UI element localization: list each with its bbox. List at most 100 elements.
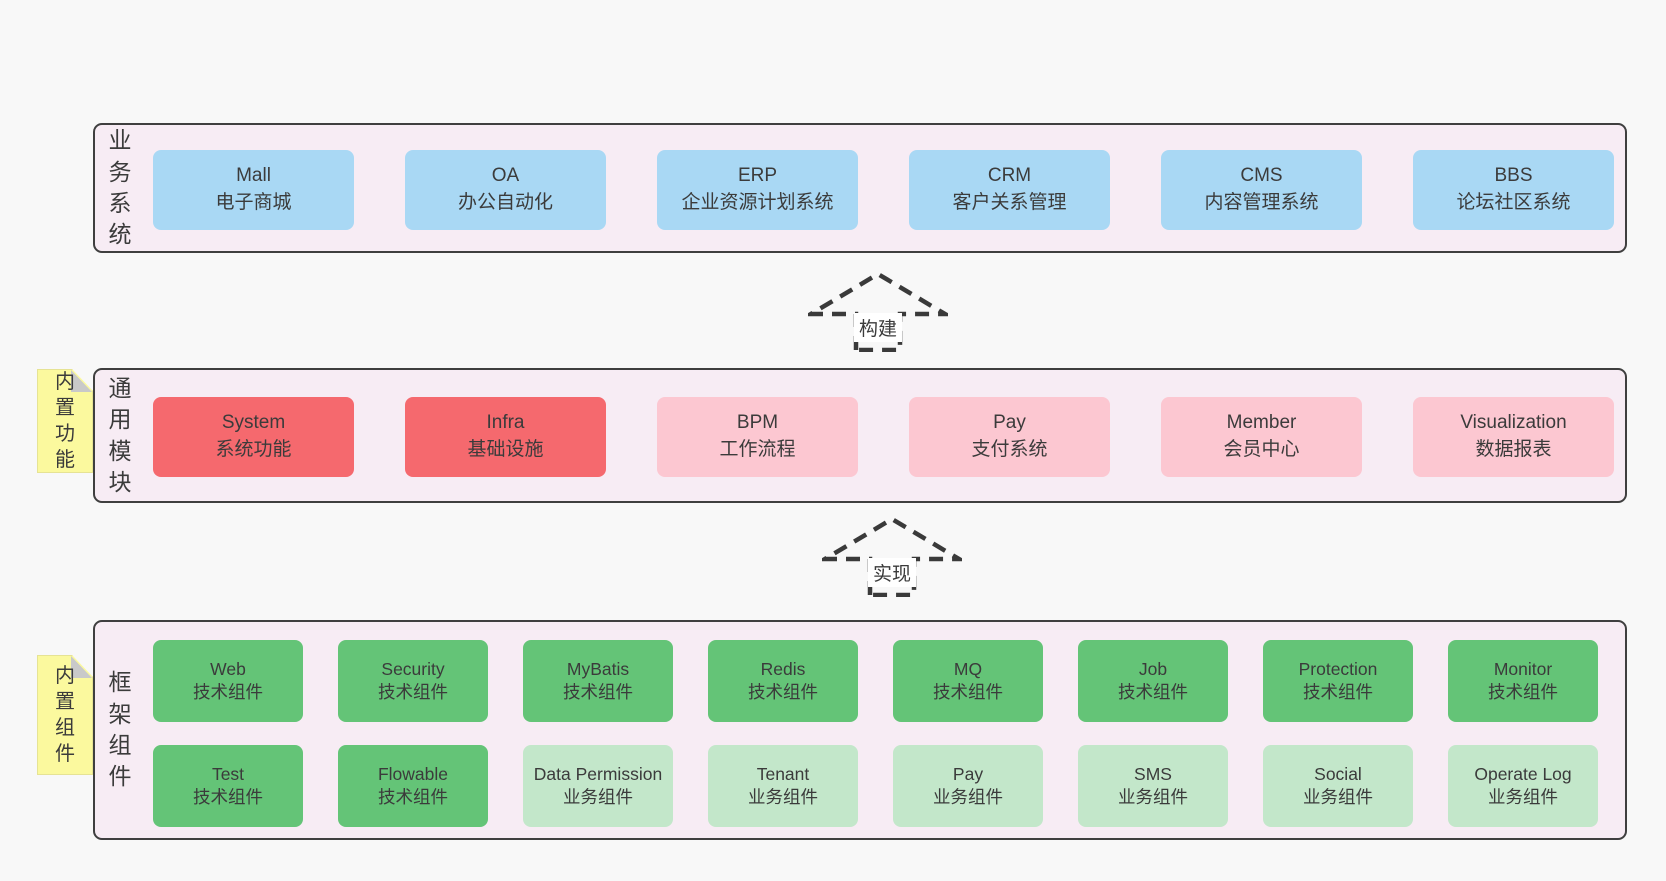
- box-title: System: [221, 412, 286, 434]
- box-subtitle: 工作流程: [719, 439, 796, 460]
- band-side-label: 框架组件: [103, 622, 137, 838]
- box-subtitle: 业务组件: [1488, 787, 1558, 807]
- box-subtitle: 基础设施: [467, 439, 544, 460]
- module-box-bpm: BPM 工作流程: [657, 397, 858, 477]
- band-side-label-text: 框架组件: [108, 669, 132, 790]
- band-side-label: 业务系统: [103, 125, 137, 251]
- box-title: Protection: [1298, 659, 1378, 680]
- box-title: OA: [491, 165, 520, 187]
- box-title: Monitor: [1493, 659, 1553, 680]
- module-box-pay: Pay 支付系统: [909, 397, 1110, 477]
- box-subtitle: 技术组件: [1118, 682, 1188, 702]
- box-title: BPM: [736, 412, 779, 434]
- module-box-bbs: BBS 论坛社区系统: [1413, 150, 1614, 230]
- build-arrow-label: 构建: [853, 313, 903, 342]
- box-subtitle: 技术组件: [378, 787, 448, 807]
- box-subtitle: 技术组件: [378, 682, 448, 702]
- module-box-crm: CRM 客户关系管理: [909, 150, 1110, 230]
- implement-arrow-label: 实现: [867, 558, 917, 587]
- box-title: Operate Log: [1474, 764, 1572, 785]
- box-row: System 系统功能 Infra 基础设施 BPM 工作流程 Pay 支付系统 Member 会…: [153, 397, 1614, 477]
- box-subtitle: 技术组件: [1488, 682, 1558, 702]
- box-subtitle: 技术组件: [1303, 682, 1373, 702]
- box-subtitle: 内容管理系统: [1204, 192, 1319, 213]
- band-business-systems: 业务系统 Mall 电子商城 OA 办公自动化 ERP 企业资源计划系统 CRM 客户关系管理…: [93, 123, 1627, 253]
- band-common-modules: 通用模块 System 系统功能 Infra 基础设施 BPM 工作流程 Pay 支付系统 Me…: [93, 368, 1627, 503]
- box-subtitle: 电子商城: [215, 192, 292, 213]
- box-row: Mall 电子商城 OA 办公自动化 ERP 企业资源计划系统 CRM 客户关系管理 CMS 内容…: [153, 150, 1614, 230]
- box-title: ERP: [737, 165, 778, 187]
- module-box-cms: CMS 内容管理系统: [1161, 150, 1362, 230]
- sticky-note-text: 内置功能: [55, 371, 75, 471]
- box-title: Test: [211, 764, 245, 785]
- box-subtitle: 系统功能: [215, 439, 292, 460]
- module-box-erp: ERP 企业资源计划系统: [657, 150, 858, 230]
- module-box-oa: OA 办公自动化: [405, 150, 606, 230]
- box-subtitle: 业务组件: [1303, 787, 1373, 807]
- box-subtitle: 企业资源计划系统: [681, 192, 834, 213]
- box-title: MyBatis: [566, 659, 630, 680]
- box-title: SMS: [1134, 764, 1172, 785]
- box-title: Tenant: [756, 764, 810, 785]
- box-title: Pay: [993, 412, 1026, 434]
- box-title: Redis: [760, 659, 806, 680]
- box-subtitle: 会员中心: [1223, 439, 1300, 460]
- box-subtitle: 业务组件: [748, 787, 818, 807]
- sticky-note-built-in-components: 内置组件: [37, 655, 93, 775]
- box-title: Flowable: [377, 764, 449, 785]
- module-box-mall: Mall 电子商城: [153, 150, 354, 230]
- box-title: CMS: [1240, 165, 1283, 187]
- band-side-label-text: 通用模块: [108, 374, 132, 495]
- box-subtitle: 技术组件: [933, 682, 1003, 702]
- box-title: CRM: [987, 165, 1032, 187]
- box-title: Pay: [952, 764, 984, 785]
- box-subtitle: 技术组件: [748, 682, 818, 702]
- box-subtitle: 数据报表: [1475, 439, 1552, 460]
- sticky-note-text: 内置组件: [55, 665, 75, 765]
- box-subtitle: 办公自动化: [457, 192, 553, 213]
- box-subtitle: 支付系统: [971, 439, 1048, 460]
- box-title: Web: [210, 659, 246, 680]
- box-subtitle: 客户关系管理: [952, 192, 1067, 213]
- sticky-note-built-in-features: 内置功能: [37, 369, 93, 473]
- box-subtitle: 业务组件: [1118, 787, 1188, 807]
- box-subtitle: 技术组件: [193, 682, 263, 702]
- box-subtitle: 业务组件: [563, 787, 633, 807]
- box-title: Security: [381, 659, 445, 680]
- band-side-label-text: 业务系统: [108, 127, 132, 248]
- module-box-system: System 系统功能: [153, 397, 354, 477]
- box-title: BBS: [1494, 165, 1533, 187]
- box-title: MQ: [953, 659, 983, 680]
- box-title: Member: [1226, 412, 1297, 434]
- box-subtitle: 论坛社区系统: [1456, 192, 1571, 213]
- box-title: Job: [1138, 659, 1168, 680]
- box-subtitle: 技术组件: [563, 682, 633, 702]
- box-title: Infra: [486, 412, 525, 434]
- box-title: Data Permission: [533, 764, 663, 785]
- box-title: Social: [1314, 764, 1362, 785]
- module-box-member: Member 会员中心: [1161, 397, 1362, 477]
- up-arrow-outline: [822, 516, 962, 597]
- implement-arrow: [822, 516, 962, 597]
- module-box-infra: Infra 基础设施: [405, 397, 606, 477]
- up-arrow-outline: [808, 271, 948, 352]
- band-side-label: 通用模块: [103, 370, 137, 501]
- box-title: Mall: [236, 165, 271, 187]
